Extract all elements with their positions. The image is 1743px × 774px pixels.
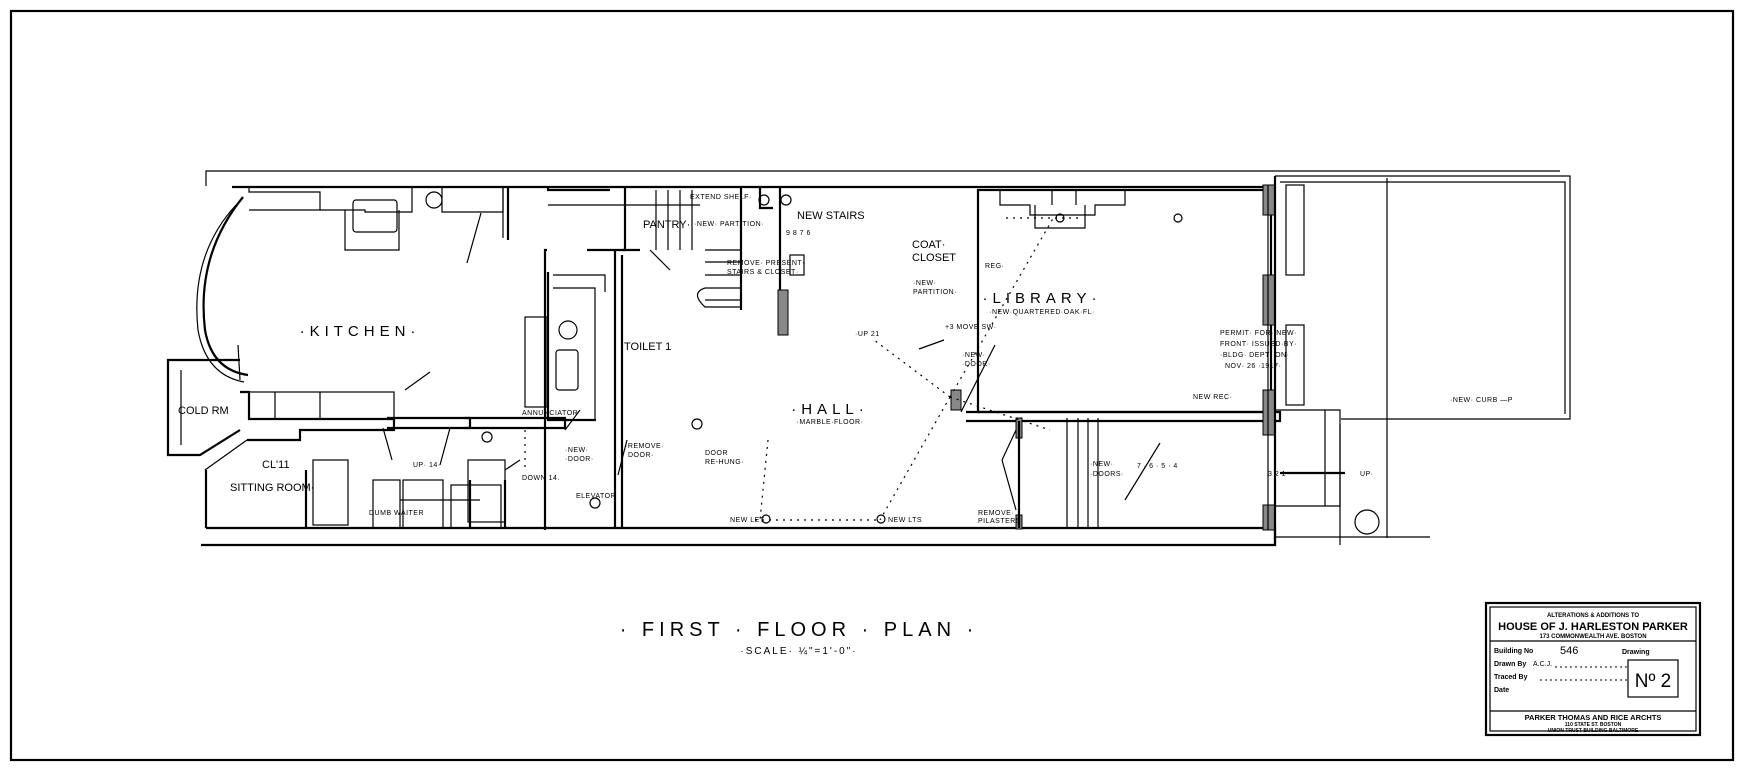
drawn-by-label: Drawn By	[1494, 661, 1526, 668]
note-front-steps: 3 2 1	[1268, 471, 1286, 478]
title-line-1: ALTERATIONS & ADDITIONS TO	[1547, 613, 1639, 619]
note-annunciator: ANNUNCIATOR	[522, 410, 578, 417]
note-remove-door-2: DOOR·	[628, 452, 654, 459]
note-remove-stairs-1: REMOVE· PRESENT·	[727, 260, 805, 267]
closet-label: CL'11	[262, 459, 290, 471]
title-line-2: HOUSE OF J. HARLESTON PARKER	[1498, 621, 1688, 633]
title-line-3: 173 COMMONWEALTH AVE. BOSTON	[1539, 634, 1646, 640]
drawing-scale: ·SCALE· ¼"=1'-0"·	[740, 645, 857, 657]
firm-name: PARKER THOMAS AND RICE ARCHTS	[1525, 713, 1662, 722]
note-up-21: ·UP 21	[855, 331, 880, 338]
hall-floor-note: ·MARBLE·FLOOR·	[797, 419, 864, 426]
annotations: EXTEND SHELF· NEW STAIRS 9 8 7 6 ·NEW· P…	[413, 194, 1513, 525]
note-register: REG·	[985, 263, 1005, 270]
elevator-label: ELEVATOR	[576, 493, 616, 500]
note-remove-pilasters-2: PILASTERS·	[978, 518, 1024, 525]
note-stair-numbers: 9 8 7 6	[786, 230, 811, 237]
note-new-partition-coat-2: PARTITION·	[913, 289, 957, 296]
pantry-label: PANTRY·	[643, 219, 690, 231]
note-remove-stairs-2: STAIRS & CLOSET·	[727, 269, 799, 276]
coat-closet-label-2: CLOSET	[912, 252, 956, 264]
coat-closet-label-1: COAT·	[912, 239, 945, 251]
door-swings	[237, 212, 1161, 511]
note-step-numbers: 7 · 6 · 5 · 4	[1137, 463, 1178, 470]
library-floor-note: ·NEW·QUARTERED·OAK·FL·	[989, 309, 1095, 316]
note-new-door-1: ·NEW·	[565, 447, 589, 454]
note-new-partition-pantry: ·NEW· PARTITION·	[694, 221, 764, 228]
note-up: UP·	[1360, 471, 1374, 478]
building-no-value: 546	[1560, 645, 1578, 657]
drawing-label: Drawing	[1622, 649, 1650, 656]
firm-address-1: 110 STATE ST. BOSTON	[1565, 722, 1622, 728]
walls	[166, 170, 1571, 547]
note-door-rehung-1: DOOR	[705, 450, 728, 457]
note-move-switch: +3 MOVE SW·	[945, 324, 997, 331]
firm-address-2: UNION TRUST BUILDING BALTIMORE	[1548, 728, 1639, 734]
note-remove-pilasters-1: REMOVE·	[978, 510, 1014, 517]
note-new-partition-coat-1: ·NEW·	[913, 280, 937, 287]
note-new-door-hall-2: ·DOOR·	[962, 361, 991, 368]
drawn-by-value: A.C.J.	[1533, 661, 1552, 668]
hall-label: ·HALL·	[791, 401, 869, 418]
electrical-wiring	[481, 213, 1183, 524]
note-up-14: UP· 14·	[413, 462, 441, 469]
library-label: ·LIBRARY·	[983, 290, 1102, 307]
drawing-title: · FIRST · FLOOR · PLAN ·	[620, 619, 979, 641]
dumb-waiter-label: DUMB WAITER	[369, 510, 424, 517]
note-door-rehung-2: RE-HUNG·	[705, 459, 744, 466]
note-permit-4: NOV· 26 ·1917·	[1225, 363, 1281, 370]
note-permit-2: FRONT· ISSUED·BY·	[1220, 341, 1297, 348]
note-new-doors-1: ·NEW·	[1090, 461, 1114, 468]
date-label: Date	[1494, 687, 1509, 694]
note-extend-shelf: EXTEND SHELF·	[690, 194, 752, 201]
note-permit-1: PERMIT· FOR· NEW·	[1220, 330, 1297, 337]
note-new-door-hall-1: ·NEW·	[962, 352, 986, 359]
sitting-room-label: SITTING ROOM·	[230, 482, 314, 494]
note-new-let: NEW LET	[730, 517, 765, 524]
traced-by-label: Traced By	[1494, 674, 1528, 681]
note-new-curb: ·NEW· CURB —P	[1450, 397, 1513, 404]
room-labels: ·KITCHEN· PANTRY· TOILET 1 ·HALL· ·MARBL…	[178, 219, 1102, 517]
toilet-label: TOILET 1	[624, 341, 671, 353]
note-down-14: DOWN 14.	[522, 475, 560, 482]
sheet-border	[9, 9, 1735, 762]
cold-room-label: COLD RM	[178, 405, 229, 417]
note-remove-door-1: ·REMOVE·	[625, 443, 664, 450]
note-new-stairs: NEW STAIRS	[797, 210, 865, 222]
note-new-receptacle: NEW REC·	[1193, 394, 1232, 401]
note-new-doors-2: ·DOORS·	[1090, 471, 1124, 478]
title-block: ALTERATIONS & ADDITIONS TO HOUSE OF J. H…	[1484, 601, 1702, 737]
kitchen-label: ·KITCHEN·	[300, 323, 421, 340]
drawing-number: Nº 2	[1635, 671, 1672, 692]
note-new-lts: NEW LTS	[888, 517, 922, 524]
note-new-door-2: ·DOOR·	[565, 456, 594, 463]
building-no-label: Building No	[1494, 648, 1533, 655]
note-permit-3: ·BLDG· DEPT· ON·	[1220, 352, 1289, 359]
